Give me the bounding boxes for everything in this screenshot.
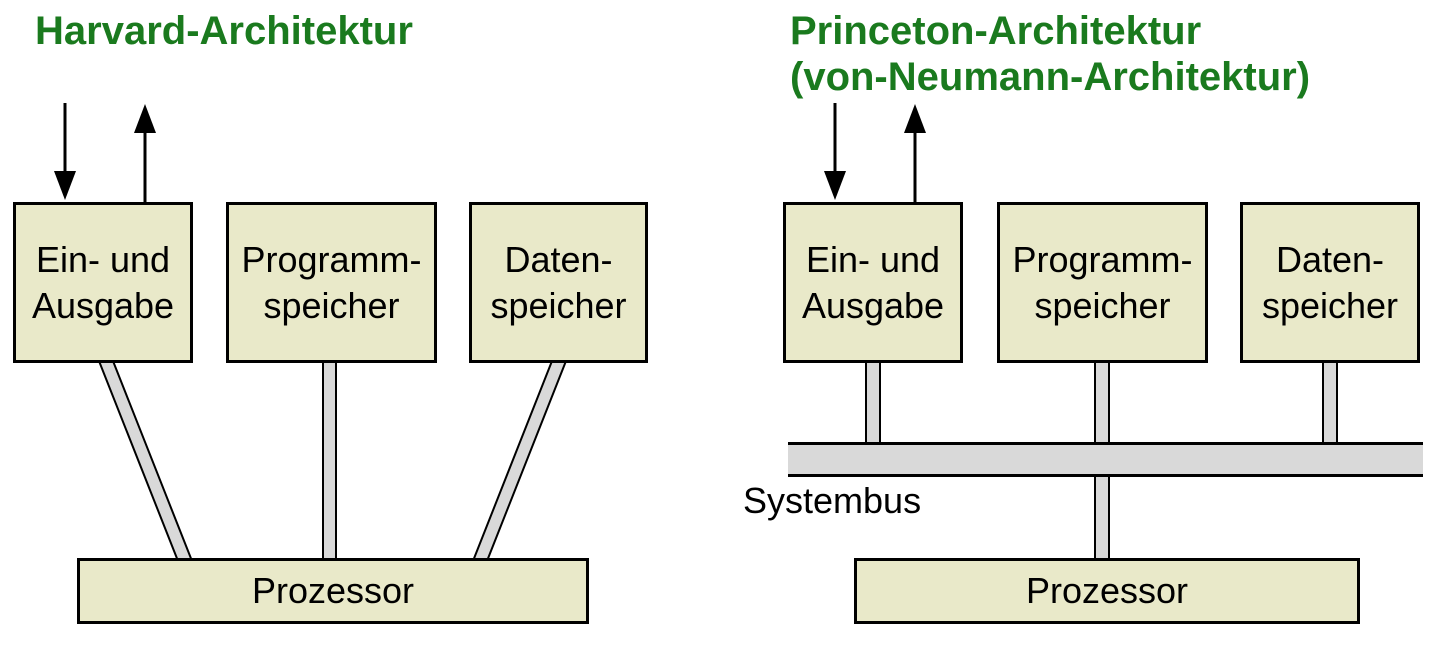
- princeton-title-line2: (von-Neumann-Architektur): [790, 55, 1311, 99]
- harvard-box-program-memory: Programm- speicher: [226, 202, 437, 363]
- princeton-title: Princeton-Architektur(von-Neumann-Archit…: [790, 8, 1310, 100]
- princeton-program-bus-connector: [1094, 360, 1110, 447]
- harvard-box-processor: Prozessor: [77, 558, 589, 624]
- harvard-program-processor-connector: [322, 360, 337, 562]
- harvard-down-arrow-icon: [54, 171, 76, 200]
- system-bus-bar: [788, 444, 1423, 476]
- princeton-box-processor: Prozessor: [854, 558, 1360, 624]
- princeton-data-bus-connector: [1322, 360, 1338, 447]
- harvard-title: Harvard-Architektur: [35, 9, 413, 53]
- harvard-io-processor-connector: [97, 360, 194, 562]
- box-label-line: Programm-: [1012, 238, 1193, 280]
- harvard-data-processor-connector: [471, 360, 568, 562]
- harvard-box-input-output: Ein- und Ausgabe: [13, 202, 193, 363]
- systembus-label: Systembus: [743, 480, 922, 521]
- princeton-bus-processor-connector: [1094, 475, 1110, 562]
- princeton-box-program-memory: Programm- speicher: [997, 202, 1208, 363]
- system-bus-bottom-border: [788, 474, 1423, 477]
- princeton-down-arrow-icon: [824, 171, 846, 200]
- box-label-line: Ein- und: [805, 238, 941, 280]
- box-label-line: Daten-: [504, 238, 613, 280]
- box-label-line: Ein- und: [35, 238, 171, 280]
- box-label-line: speicher: [490, 284, 627, 326]
- harvard-input-arrow-line: [63, 103, 67, 173]
- box-label-line: speicher: [263, 284, 400, 326]
- princeton-box-data-memory: Daten- speicher: [1240, 202, 1420, 363]
- box-label-line: Daten-: [1275, 238, 1385, 280]
- princeton-input-arrow-line: [833, 103, 837, 173]
- processor-label: Prozessor: [251, 570, 415, 611]
- harvard-up-arrow-icon: [134, 104, 156, 133]
- harvard-box-data-memory: Daten- speicher: [469, 202, 648, 363]
- harvard-output-arrow-line: [143, 131, 147, 203]
- box-label-line: Ausgabe: [31, 284, 175, 326]
- princeton-title-line1: Princeton-Architektur: [790, 9, 1202, 53]
- princeton-box-input-output: Ein- und Ausgabe: [783, 202, 963, 363]
- princeton-io-bus-connector: [865, 360, 881, 447]
- box-label-line: speicher: [1034, 284, 1171, 326]
- box-label-line: Ausgabe: [801, 284, 945, 326]
- princeton-output-arrow-line: [913, 131, 917, 203]
- box-label-line: speicher: [1261, 284, 1399, 326]
- box-label-line: Programm-: [241, 238, 422, 280]
- princeton-up-arrow-icon: [904, 104, 926, 133]
- system-bus-top-border: [788, 442, 1423, 445]
- processor-label: Prozessor: [1025, 570, 1189, 611]
